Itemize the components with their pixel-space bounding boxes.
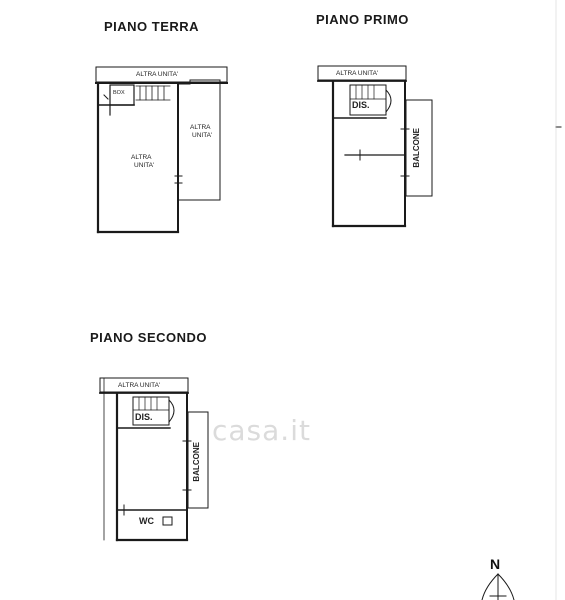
ground-box-label: BOX: [113, 90, 125, 96]
watermark-logo: casa.it: [212, 414, 311, 447]
ground-floor-title: PIANO TERRA: [104, 19, 200, 34]
second-floor-plan: [99, 377, 209, 542]
ground-floor-plan: [95, 66, 228, 234]
first-floor-plan: [317, 65, 433, 228]
ground-right-unit-label-2: UNITA': [192, 132, 213, 139]
ground-left-unit-label-2: UNITA': [134, 162, 155, 169]
second-wc-label: WC: [139, 516, 154, 526]
first-floor-title: PIANO PRIMO: [316, 12, 409, 27]
second-floor-title: PIANO SECONDO: [90, 330, 208, 345]
first-top-label: ALTRA UNITA': [336, 70, 379, 77]
north-arrow-icon: [481, 573, 515, 600]
ground-top-label: ALTRA UNITA': [136, 71, 179, 78]
second-balcony-label: BALCONE: [192, 442, 201, 482]
first-balcony-label: BALCONE: [412, 128, 421, 168]
second-dis-label: DIS.: [135, 412, 153, 422]
ground-left-unit-label-1: ALTRA: [131, 154, 152, 161]
north-label: N: [490, 556, 501, 572]
ground-right-unit-label-1: ALTRA: [190, 124, 211, 131]
second-top-label: ALTRA UNITA': [118, 382, 161, 389]
first-dis-label: DIS.: [352, 100, 370, 110]
